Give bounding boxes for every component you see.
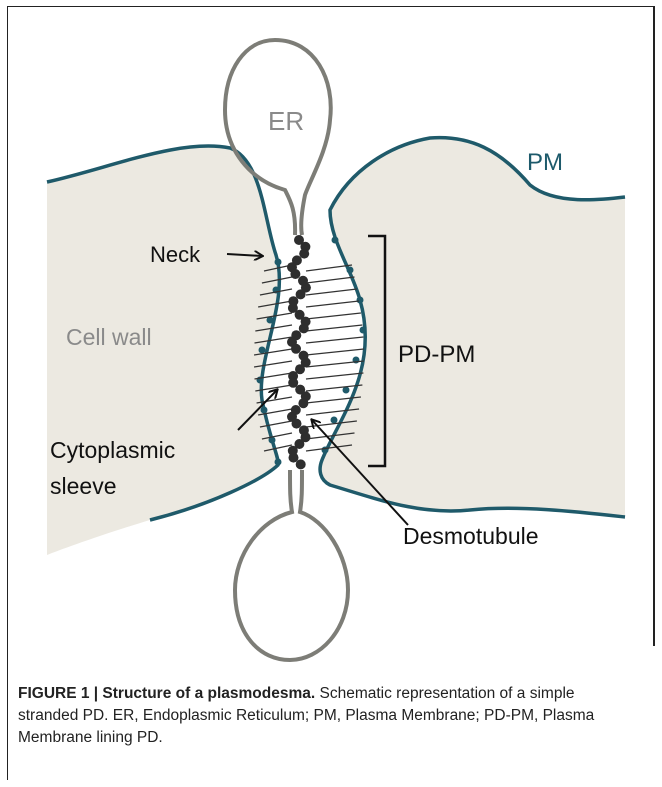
desmotubule-bead [296, 459, 306, 469]
pm-label: PM [527, 149, 563, 176]
sleeve-spoke [306, 277, 354, 283]
pd-pm-label: PD-PM [398, 341, 475, 368]
sleeve-spoke [306, 337, 363, 343]
figure-caption: FIGURE 1 | Structure of a plasmodesma. S… [18, 683, 638, 749]
membrane-dot [331, 417, 338, 424]
membrane-dot [332, 237, 339, 244]
membrane-dot [275, 459, 282, 466]
sleeve-spoke [306, 373, 363, 379]
desmotubule-bead [298, 398, 308, 408]
membrane-dot [357, 297, 364, 304]
membrane-dot [259, 347, 266, 354]
cytoplasmic-label: Cytoplasmic [50, 437, 175, 463]
plasmodesma-diagram: ER PM Neck Cell wall PD-PM Cytoplasmic s… [0, 0, 662, 680]
sleeve-label: sleeve [50, 473, 116, 499]
sleeve-spoke [306, 289, 357, 295]
desmotubule-bead [299, 323, 309, 333]
sleeve-spoke [306, 325, 362, 331]
sleeve-spoke [306, 361, 364, 367]
desmotubule-bead [299, 249, 309, 259]
caption-label: FIGURE 1 | Structure of a plasmodesma. [18, 685, 315, 702]
desmotubule-beads [287, 235, 311, 469]
sleeve-spoke [306, 265, 352, 271]
cell-wall-label: Cell wall [66, 324, 152, 350]
er-label: ER [268, 106, 304, 136]
membrane-dot [347, 267, 354, 274]
desmotubule-bead [291, 344, 301, 354]
membrane-dot [322, 447, 329, 454]
sleeve-spoke [306, 301, 359, 307]
membrane-dot [360, 327, 367, 334]
desmotubule-label: Desmotubule [403, 523, 539, 549]
desmotubule-bead [290, 269, 300, 279]
membrane-dot [275, 259, 282, 266]
neck-label: Neck [150, 242, 201, 267]
desmotubule-bead [292, 419, 302, 429]
sleeve-spoke [306, 313, 361, 319]
sleeve-spoke [306, 349, 364, 355]
membrane-dot [261, 407, 268, 414]
